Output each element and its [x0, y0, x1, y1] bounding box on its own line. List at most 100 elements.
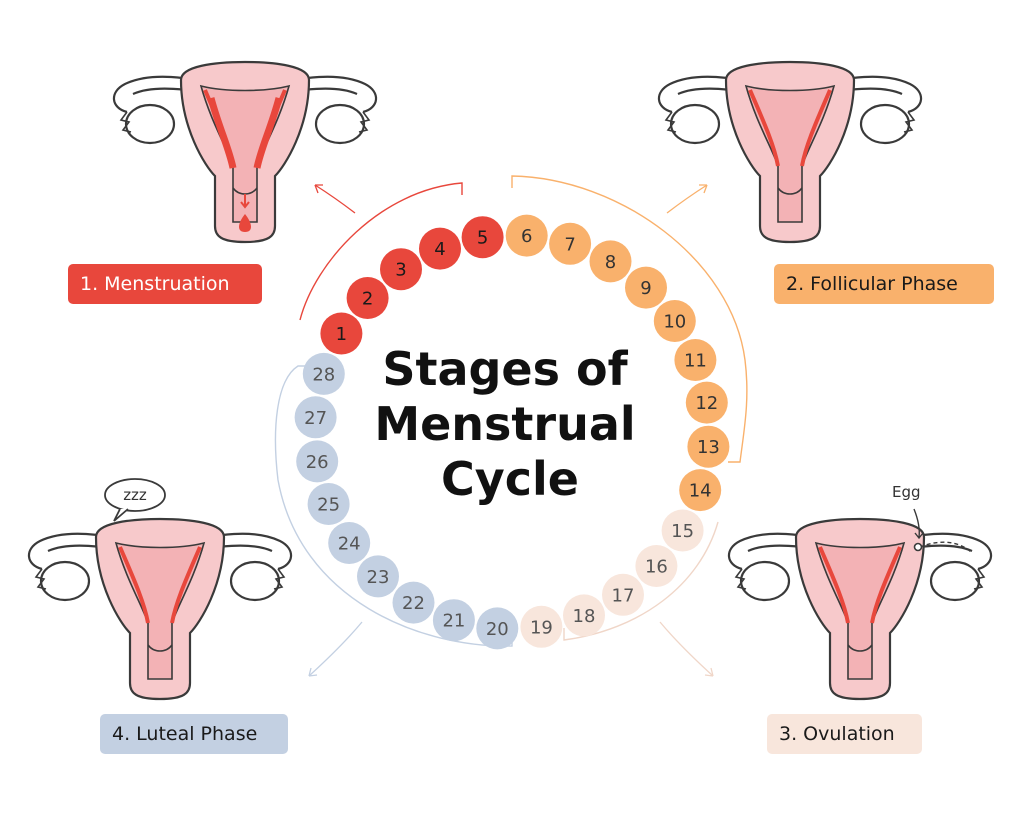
day-circle-shape: [296, 440, 339, 483]
day-number: 9: [640, 278, 651, 299]
day-circle-shape: [294, 396, 337, 439]
day-circle-shape: [674, 339, 717, 381]
day-number: 16: [645, 557, 668, 578]
day-number: 11: [684, 351, 707, 372]
day-number: 22: [402, 593, 425, 614]
day-circle-7: 7: [549, 222, 592, 265]
phase-label-ovulation: 3. Ovulation: [767, 714, 922, 754]
phase-label-luteal: 4. Luteal Phase: [100, 714, 288, 754]
day-circle-4: 4: [419, 227, 461, 270]
day-circle-shape: [476, 607, 519, 650]
diagram-title: Stages of Menstrual Cycle: [374, 342, 635, 506]
day-circle-shape: [687, 425, 730, 468]
day-number: 14: [689, 481, 712, 502]
day-circle-10: 10: [653, 300, 696, 342]
day-number: 7: [564, 234, 575, 255]
day-circle-shape: [625, 266, 667, 309]
day-circle-21: 21: [432, 599, 475, 642]
day-circle-shape: [653, 300, 696, 342]
day-number: 21: [442, 611, 465, 632]
uterus-icon-follicular: [656, 60, 924, 244]
day-number: 10: [663, 312, 686, 333]
day-circle-25: 25: [307, 483, 350, 525]
day-circle-shape: [346, 277, 389, 319]
day-number: 15: [671, 521, 694, 542]
arrow-icon-luteal: [308, 621, 363, 677]
day-circle-shape: [392, 581, 435, 624]
blood-drop-icon: [239, 194, 251, 232]
day-number: 28: [312, 364, 335, 385]
phase-label-follicular: 2. Follicular Phase: [774, 264, 994, 304]
day-circle-20: 20: [476, 607, 519, 650]
day-circle-shape: [419, 227, 461, 270]
day-circle-18: 18: [563, 594, 605, 637]
bracket-menstruation: [299, 182, 463, 321]
day-number: 27: [304, 408, 327, 429]
egg-pointer-arrow-icon: [913, 508, 924, 540]
day-number: 3: [395, 260, 406, 281]
day-number: 17: [612, 585, 635, 606]
day-circle-shape: [320, 312, 363, 355]
day-circle-24: 24: [328, 522, 371, 564]
day-circle-shape: [328, 522, 371, 564]
day-circle-17: 17: [602, 573, 644, 616]
day-number: 12: [695, 393, 718, 414]
day-number: 13: [697, 437, 720, 458]
day-circle-shape: [685, 381, 728, 424]
day-number: 5: [477, 228, 488, 249]
day-circle-19: 19: [520, 605, 563, 648]
speech-bubble-icon: zzz: [104, 478, 166, 522]
day-circle-9: 9: [625, 266, 667, 309]
day-circle-6: 6: [505, 214, 548, 257]
day-circle-14: 14: [679, 469, 722, 512]
sleep-label: zzz: [123, 486, 147, 504]
day-circle-11: 11: [674, 339, 717, 381]
day-circle-shape: [520, 605, 563, 648]
day-circle-3: 3: [380, 248, 422, 291]
day-number: 2: [362, 289, 373, 310]
arrow-icon-menstruation: [314, 184, 356, 214]
day-circle-shape: [380, 248, 422, 291]
day-circle-15: 15: [661, 509, 704, 552]
day-circle-27: 27: [294, 396, 337, 439]
day-circle-shape: [357, 555, 399, 598]
day-circle-22: 22: [392, 581, 435, 624]
day-circle-shape: [635, 545, 678, 587]
day-circle-23: 23: [357, 555, 399, 598]
day-circle-5: 5: [461, 216, 504, 259]
day-circle-shape: [549, 222, 592, 265]
bracket-ovulation: [563, 521, 719, 641]
day-circle-shape: [302, 352, 345, 395]
day-circle-shape: [505, 214, 548, 257]
day-number: 6: [521, 226, 532, 247]
day-circle-1: 1: [320, 312, 363, 355]
title-line-2: Menstrual: [374, 397, 635, 451]
day-circle-13: 13: [687, 425, 730, 468]
day-number: 26: [306, 452, 329, 473]
arrow-icon-ovulation: [659, 621, 714, 677]
day-number: 24: [338, 534, 361, 555]
day-number: 8: [605, 252, 616, 273]
egg-icon: [913, 542, 923, 552]
title-line-1: Stages of: [382, 342, 628, 396]
day-number: 18: [573, 606, 596, 627]
day-circle-shape: [602, 573, 644, 616]
day-circle-12: 12: [685, 381, 728, 424]
day-circle-8: 8: [589, 240, 632, 283]
day-circle-shape: [661, 509, 704, 552]
day-circle-shape: [432, 599, 475, 642]
day-circle-shape: [589, 240, 632, 283]
day-number: 1: [336, 324, 347, 345]
day-circle-shape: [679, 469, 722, 512]
day-circle-16: 16: [635, 545, 678, 587]
day-number: 4: [434, 239, 445, 260]
day-number: 23: [367, 567, 390, 588]
bracket-follicular: [511, 175, 748, 463]
day-circle-shape: [563, 594, 605, 637]
phase-arrows: [308, 184, 714, 677]
day-circle-shape: [307, 483, 350, 525]
day-circle-26: 26: [296, 440, 339, 483]
uterus-icon-menstruation: [111, 60, 379, 244]
